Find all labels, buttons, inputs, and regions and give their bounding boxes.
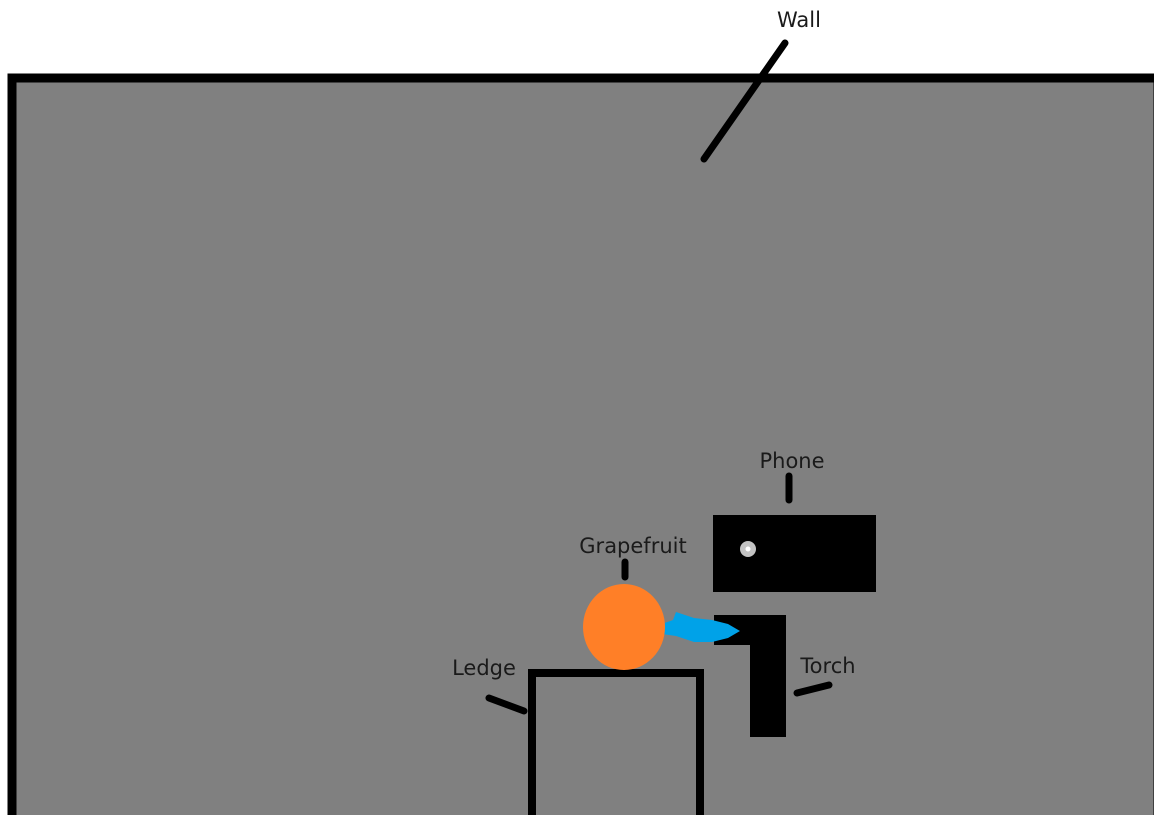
wall: [12, 78, 1154, 815]
phone-camera-lens: [746, 547, 751, 552]
grapefruit: [583, 584, 665, 670]
ledge-label: Ledge: [452, 656, 516, 680]
phone-label: Phone: [759, 449, 824, 473]
grapefruit-label: Grapefruit: [579, 534, 686, 558]
phone: [713, 515, 876, 592]
wall-label: Wall: [777, 8, 821, 32]
torch-label: Torch: [799, 654, 855, 678]
